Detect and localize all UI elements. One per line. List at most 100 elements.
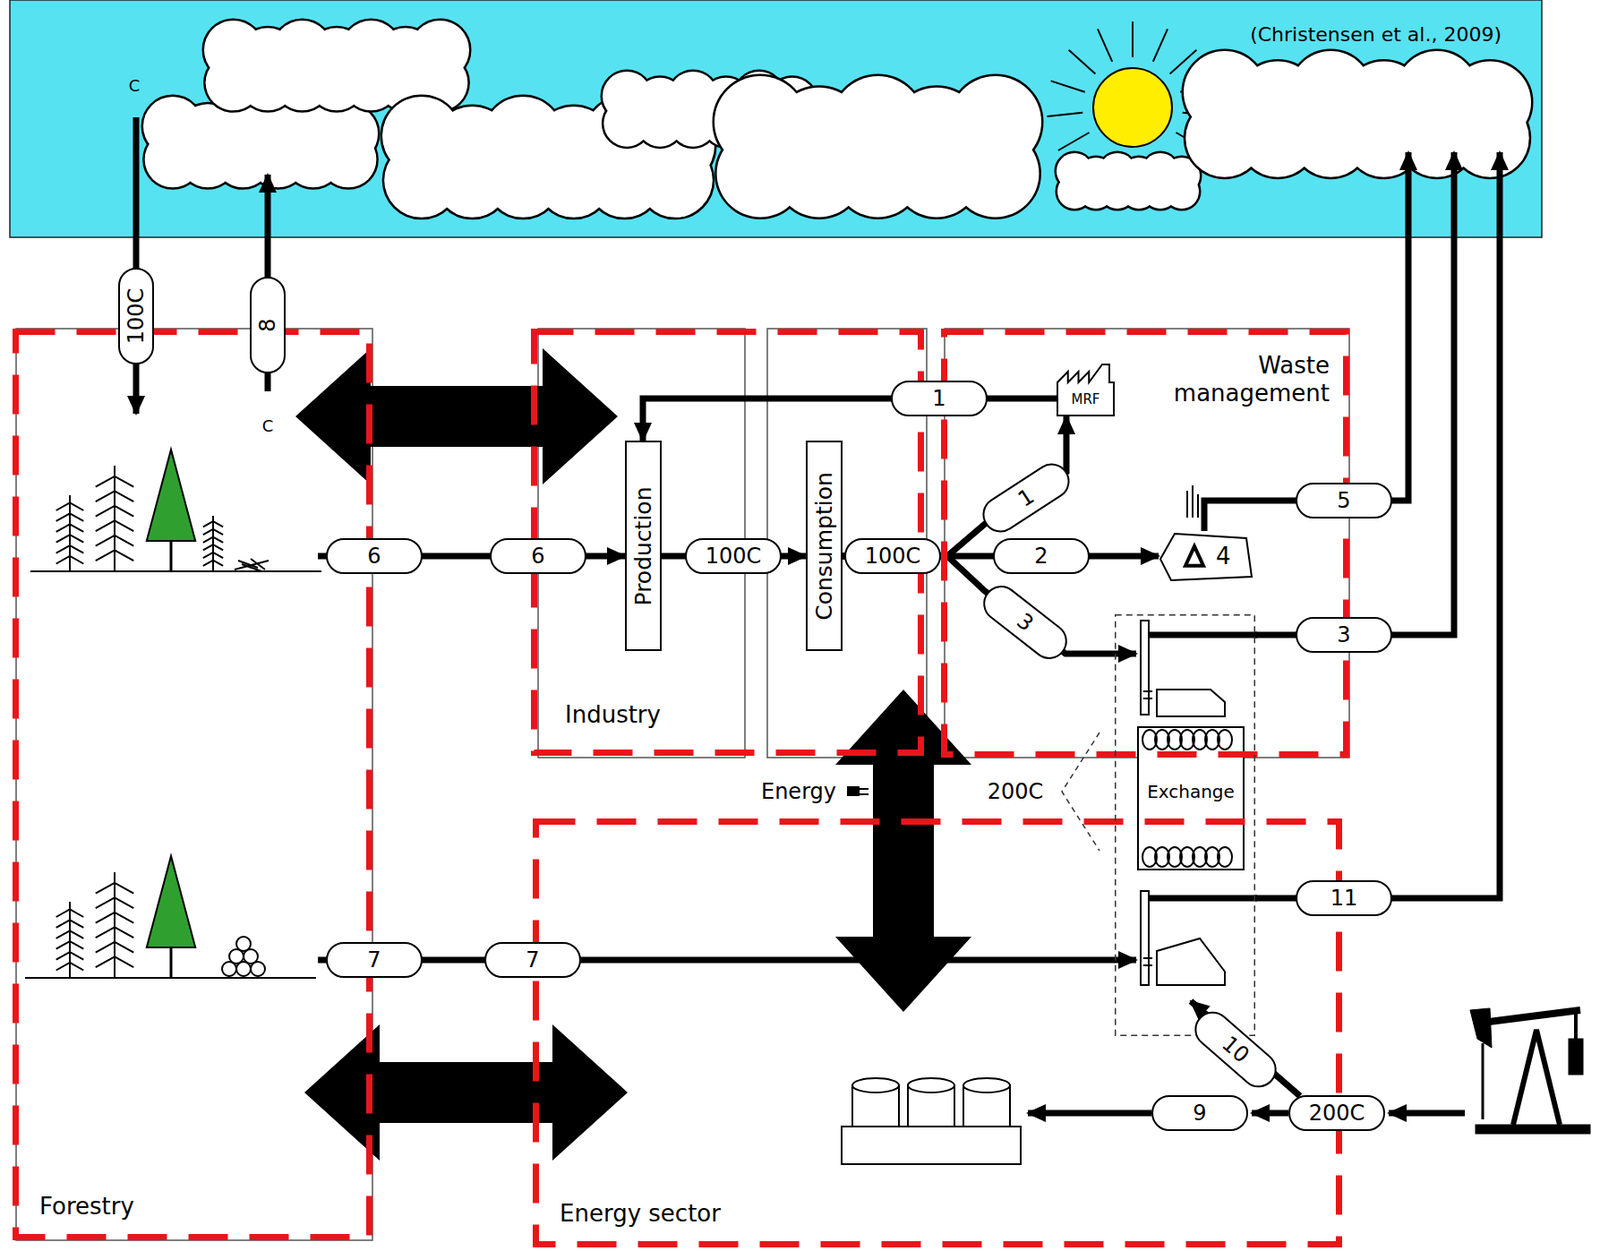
text-label: C [262, 416, 274, 437]
sky-band: (Christensen et al., 2009) [9, 0, 1542, 238]
fern-leaf [95, 926, 134, 938]
grate [1143, 691, 1153, 699]
fern-stem [68, 495, 71, 572]
callout-number: 8 [249, 276, 286, 374]
callout-number: 11 [1295, 880, 1393, 916]
factory-outline [1057, 364, 1114, 416]
callout-number: 100C [118, 267, 155, 365]
fern-leaf [203, 544, 223, 550]
flow-arrow [133, 117, 140, 414]
fern-leaf [56, 545, 85, 554]
sun-ray [1097, 28, 1113, 62]
landfill-symbol: 4 [1158, 530, 1254, 582]
fern-leaf [95, 941, 134, 953]
landfill-outline [1160, 533, 1252, 581]
fern-leaf [203, 560, 223, 566]
sun-ray [1051, 80, 1086, 92]
trees [56, 449, 269, 978]
callout-number: 100C [684, 538, 782, 574]
fern-leaf [95, 505, 134, 517]
fern-leaf [95, 520, 134, 531]
tank-top [852, 1078, 899, 1093]
double-arrow [835, 689, 972, 1012]
incinerator-upper [1140, 620, 1258, 717]
sun-ray [1153, 28, 1168, 62]
counterweight [1568, 1038, 1583, 1075]
fossil-flows [1027, 1001, 1465, 1113]
plug-icon [847, 786, 869, 796]
cloud [714, 76, 1042, 217]
pump-base [1475, 1124, 1591, 1134]
incinerator-lower [1140, 890, 1258, 985]
sun-ray [1058, 132, 1090, 151]
tree-trunk [170, 540, 173, 572]
callout-number: 5 [1295, 482, 1393, 519]
fern-leaf [56, 513, 85, 522]
pump-beam [1481, 1009, 1581, 1023]
fern-leaf [56, 503, 85, 512]
log [236, 936, 251, 951]
twigs [234, 558, 269, 572]
flow-arrow [1204, 152, 1409, 531]
fern-leaf [56, 951, 85, 960]
tank-top [907, 1078, 955, 1093]
landfill-triangle [1185, 546, 1204, 566]
process-box: Production [624, 440, 662, 651]
callout-number: 9 [1151, 1095, 1249, 1131]
region-border [16, 332, 370, 1238]
plant-building [1156, 689, 1225, 717]
chimney [1140, 620, 1149, 715]
crank [1574, 1011, 1578, 1041]
tree [146, 855, 196, 948]
cloud-fill [737, 104, 1019, 191]
fern-leaf [203, 537, 223, 543]
callout-number: 1 [890, 380, 988, 417]
frame [944, 328, 1350, 758]
node-outline [1114, 614, 1256, 1036]
node-label: Production [630, 486, 658, 606]
storage-tanks [841, 1078, 1021, 1164]
chimney [1140, 890, 1149, 985]
fern-leaf [56, 523, 85, 532]
sector-frames [16, 328, 1350, 1241]
clouds-and-sun [143, 20, 1532, 218]
node-label: (Christensen et al., 2009) [1249, 23, 1502, 47]
sky [9, 0, 1542, 238]
fern-stem [212, 515, 214, 572]
fern-leaf [95, 549, 134, 561]
callout-number: 7 [325, 941, 423, 978]
coil-loop [1217, 729, 1233, 750]
node-label: Waste management [1150, 351, 1330, 408]
flow-line [1388, 1110, 1465, 1117]
fern-leaf [56, 909, 85, 918]
fern-stem [68, 901, 71, 978]
fern-leaf [203, 552, 223, 558]
fern-leaf [95, 882, 134, 894]
plant-border [1115, 615, 1256, 1036]
callout-number: 1 [975, 456, 1077, 540]
heat-exchanger [1137, 727, 1244, 870]
cloud-outline [157, 115, 363, 172]
fern-leaf [56, 930, 85, 939]
tank-base [841, 1126, 1021, 1164]
fern-leaf [56, 941, 85, 950]
plug [847, 786, 860, 796]
flue-line [1148, 895, 1258, 902]
node-outline [1158, 530, 1254, 582]
double-arrow [295, 348, 618, 485]
grate [1143, 958, 1153, 966]
flow-arrow [642, 398, 1057, 441]
fern-leaf [95, 476, 134, 488]
fern-leaf [95, 897, 134, 908]
callout-number: 6 [489, 538, 587, 574]
text-label: Energy [761, 778, 837, 805]
text-label: 200C [987, 778, 1044, 805]
sector-region: Forestry [12, 328, 373, 1241]
tank-top [963, 1078, 1010, 1093]
cloud-outline [1065, 164, 1191, 199]
pump-frame [1513, 1029, 1560, 1125]
fern-leaf [56, 962, 85, 971]
node-outline [12, 328, 373, 1241]
flow-arrow [1255, 152, 1500, 899]
double-arrow [304, 1024, 628, 1161]
